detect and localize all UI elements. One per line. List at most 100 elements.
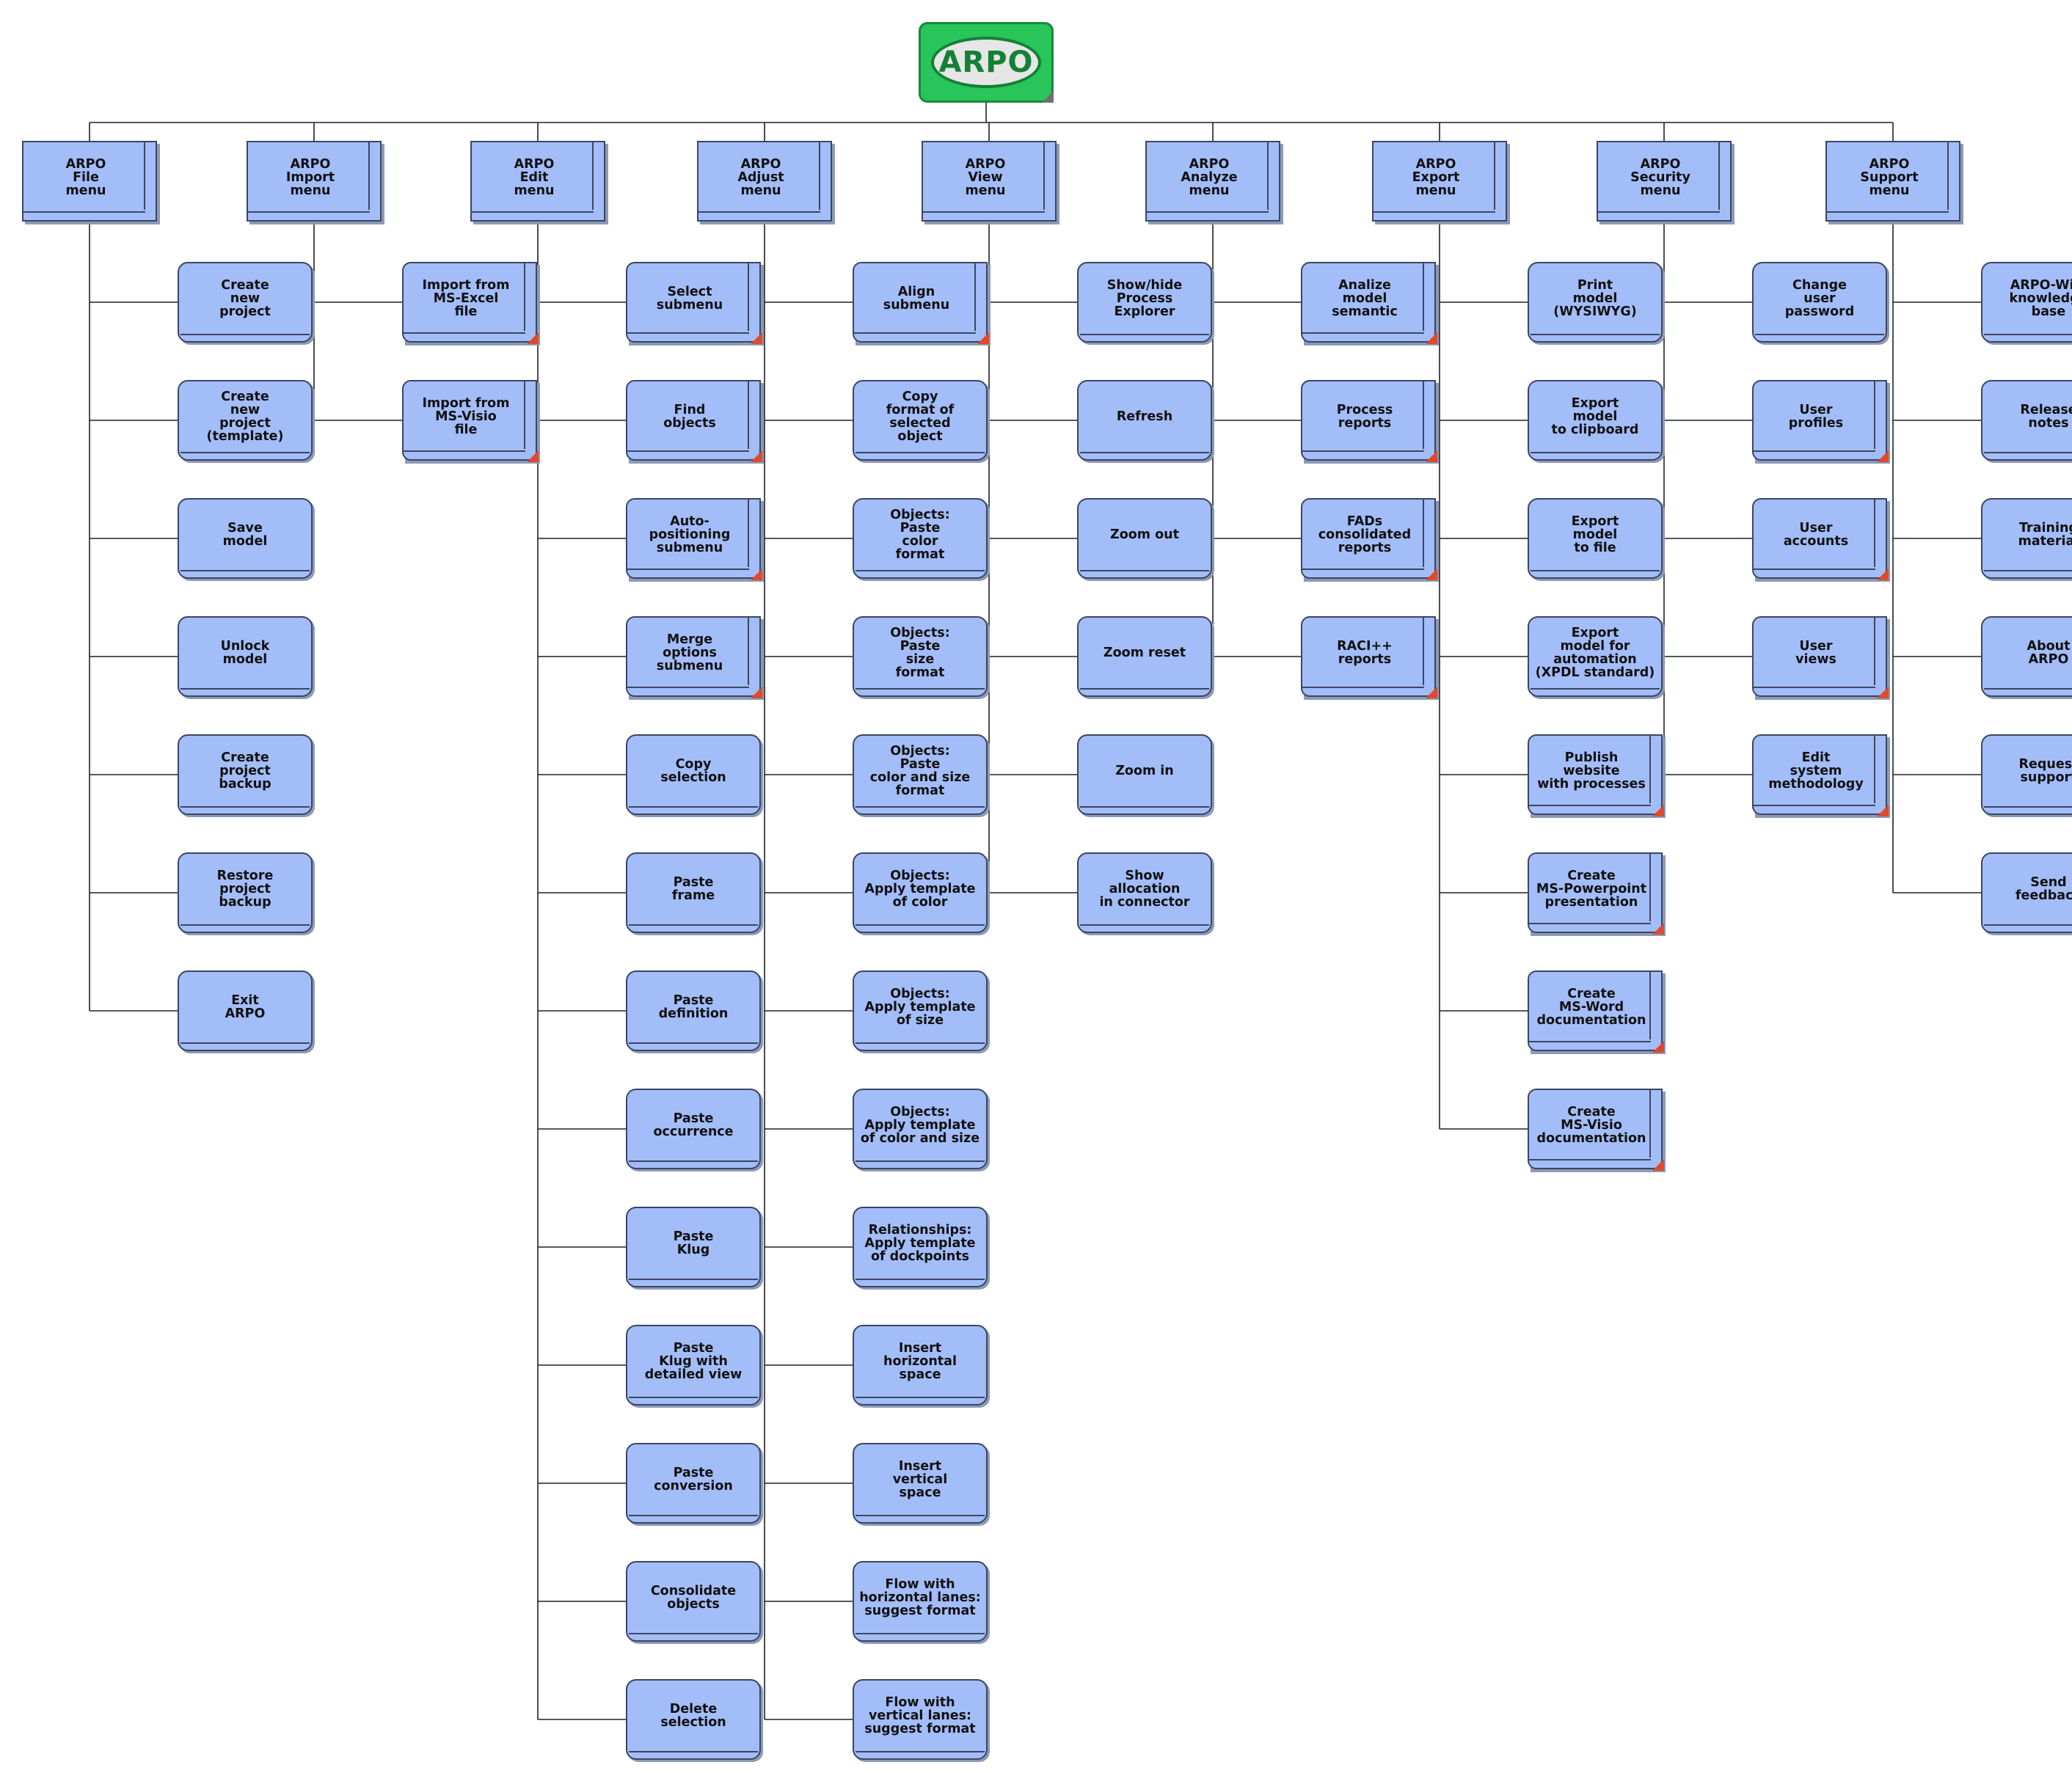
menu-item-find-objects[interactable]: Find objects [626,380,764,464]
menu-item-copy-selection[interactable]: Copy selection [626,734,763,817]
menu-item-create-ms-powerpoint-presentation[interactable]: Create MS-Powerpoint presentation [1528,852,1666,936]
node-label: User accounts [1783,521,1849,549]
menu-item-change-user-password[interactable]: Change user password [1752,262,1889,345]
menu-item-import-from-ms-excel-file[interactable]: Import from MS-Excel file [402,262,540,346]
menu-item-flow-with-vertical-lanes-suggest-format[interactable]: Flow with vertical lanes: suggest format [853,1679,990,1762]
menu-arpo-view-menu[interactable]: ARPO View menu [922,141,1059,224]
menu-item-user-accounts[interactable]: User accounts [1752,498,1890,582]
menu-item-consolidate-objects[interactable]: Consolidate objects [626,1561,763,1644]
menu-item-create-ms-word-documentation[interactable]: Create MS-Word documentation [1528,970,1666,1054]
menu-item-objects-apply-template-of-color[interactable]: Objects: Apply template of color [853,852,990,935]
menu-item-send-feedback[interactable]: Send feedback [1981,852,2072,935]
node-face: Export model to file [1528,498,1663,579]
menu-item-edit-system-methodology[interactable]: Edit system methodology [1752,734,1890,818]
menu-item-objects-apply-template-of-size[interactable]: Objects: Apply template of size [853,970,990,1053]
menu-item-release-notes[interactable]: Release notes [1981,380,2072,463]
menu-item-objects-paste-color-and-size-format[interactable]: Objects: Paste color and size format [853,734,990,817]
node-label: Analize model semantic [1332,278,1398,319]
node-face: Show/hide Process Explorer [1077,262,1212,343]
menu-item-refresh[interactable]: Refresh [1077,380,1214,463]
menu-arpo-security-menu[interactable]: ARPO Security menu [1597,141,1734,224]
menu-item-unlock-model[interactable]: Unlock model [178,616,315,699]
menu-item-paste-klug-with-detailed-view[interactable]: Paste Klug with detailed view [626,1325,763,1408]
menu-item-paste-frame[interactable]: Paste frame [626,852,763,935]
menu-item-create-new-project-template[interactable]: Create new project (template) [178,380,315,463]
node-face: Request support [1981,734,2072,815]
node-face: ARPO-Wiki knowledge base [1981,262,2072,343]
node-label: FADs consolidated reports [1318,514,1412,555]
menu-item-request-support[interactable]: Request support [1981,734,2072,817]
menu-item-exit-arpo[interactable]: Exit ARPO [178,970,315,1053]
menu-item-show-allocation-in-connector[interactable]: Show allocation in connector [1077,852,1214,935]
menu-item-show-hide-process-explorer[interactable]: Show/hide Process Explorer [1077,262,1214,345]
menu-item-user-profiles[interactable]: User profiles [1752,380,1890,464]
menu-item-auto-positioning-submenu[interactable]: Auto-positioning submenu [626,498,764,582]
menu-item-export-model-for-automation-xpdl-standard[interactable]: Export model for automation (XPDL standa… [1528,616,1665,699]
menu-item-export-model-to-clipboard[interactable]: Export model to clipboard [1528,380,1665,463]
menu-item-copy-format-of-selected-object[interactable]: Copy format of selected object [853,380,990,463]
submenu-corner-marker [527,450,539,462]
menu-arpo-adjust-menu[interactable]: ARPO Adjust menu [697,141,835,224]
node-label: Publish website with processes [1537,750,1646,792]
menu-item-paste-conversion[interactable]: Paste conversion [626,1443,763,1526]
node-face: Create new project [178,262,313,343]
menu-item-import-from-ms-visio-file[interactable]: Import from MS-Visio file [402,380,540,464]
node-label: Select submenu [656,285,723,312]
menu-arpo-file-menu[interactable]: ARPO File menu [22,141,160,224]
menu-item-select-submenu[interactable]: Select submenu [626,262,764,346]
menu-item-objects-apply-template-of-color-and-size[interactable]: Objects: Apply template of color and siz… [853,1089,990,1171]
menu-item-paste-occurrence[interactable]: Paste occurrence [626,1089,763,1171]
menu-item-training-material[interactable]: Training material [1981,498,2072,581]
node-face: Insert horizontal space [853,1325,988,1405]
menu-item-delete-selection[interactable]: Delete selection [626,1679,763,1762]
menu-item-zoom-out[interactable]: Zoom out [1077,498,1214,581]
submenu-corner-marker [1426,687,1437,698]
menu-item-objects-paste-size-format[interactable]: Objects: Paste size format [853,616,990,699]
menu-item-user-views[interactable]: User views [1752,616,1890,700]
menu-arpo-export-menu[interactable]: ARPO Export menu [1372,141,1510,224]
menu-item-create-ms-visio-documentation[interactable]: Create MS-Visio documentation [1528,1089,1666,1172]
menu-item-objects-paste-color-format[interactable]: Objects: Paste color format [853,498,990,581]
menu-item-save-model[interactable]: Save model [178,498,315,581]
menu-item-align-submenu[interactable]: Align submenu [853,262,991,346]
menu-arpo-import-menu[interactable]: ARPO Import menu [247,141,384,224]
menu-arpo-support-menu[interactable]: ARPO Support menu [1825,141,1963,224]
node-face: User accounts [1752,498,1887,579]
node-face: Paste conversion [626,1443,761,1524]
menu-arpo-analyze-menu[interactable]: ARPO Analyze menu [1145,141,1283,224]
menu-item-analize-model-semantic[interactable]: Analize model semantic [1301,262,1439,346]
node-label: Copy selection [660,757,726,785]
submenu-corner-marker [1877,687,1889,698]
menu-item-zoom-in[interactable]: Zoom in [1077,734,1214,817]
menu-item-insert-horizontal-space[interactable]: Insert horizontal space [853,1325,990,1408]
menu-item-publish-website-with-processes[interactable]: Publish website with processes [1528,734,1666,818]
menu-item-print-model-wysiwyg[interactable]: Print model (WYSIWYG) [1528,262,1665,345]
menu-item-paste-klug[interactable]: Paste Klug [626,1207,763,1290]
root-node-arpo[interactable]: ARPO [919,22,1054,103]
node-label: Paste Klug with detailed view [644,1341,743,1382]
menu-item-create-new-project[interactable]: Create new project [178,262,315,345]
node-label: Unlock model [220,639,270,667]
menu-item-insert-vertical-space[interactable]: Insert vertical space [853,1443,990,1526]
menu-item-fads-consolidated-reports[interactable]: FADs consolidated reports [1301,498,1439,582]
node-face: Publish website with processes [1528,734,1663,815]
menu-item-process-reports[interactable]: Process reports [1301,380,1439,464]
node-label: Create project backup [219,750,271,792]
node-face: FADs consolidated reports [1301,498,1436,579]
menu-item-merge-options-submenu[interactable]: Merge options submenu [626,616,764,700]
menu-item-raci-reports[interactable]: RACI++ reports [1301,616,1439,700]
menu-item-create-project-backup[interactable]: Create project backup [178,734,315,817]
menu-item-flow-with-horizontal-lanes-suggest-format[interactable]: Flow with horizontal lanes: suggest form… [853,1561,990,1644]
menu-arpo-edit-menu[interactable]: ARPO Edit menu [470,141,608,224]
menu-item-arpo-wiki-knowledge-base[interactable]: ARPO-Wiki knowledge base [1981,262,2072,345]
node-face: Create MS-Visio documentation [1528,1089,1663,1169]
menu-item-export-model-to-file[interactable]: Export model to file [1528,498,1665,581]
submenu-corner-marker [1426,450,1437,462]
menu-item-relationships-apply-template-of-dockpoints[interactable]: Relationships: Apply template of dockpoi… [853,1207,990,1290]
menu-item-about-arpo[interactable]: About ARPO [1981,616,2072,699]
node-label: Create MS-Word documentation [1536,987,1646,1028]
node-face: Analize model semantic [1301,262,1436,343]
menu-item-paste-definition[interactable]: Paste definition [626,970,763,1053]
menu-item-restore-project-backup[interactable]: Restore project backup [178,852,315,935]
menu-item-zoom-reset[interactable]: Zoom reset [1077,616,1214,699]
